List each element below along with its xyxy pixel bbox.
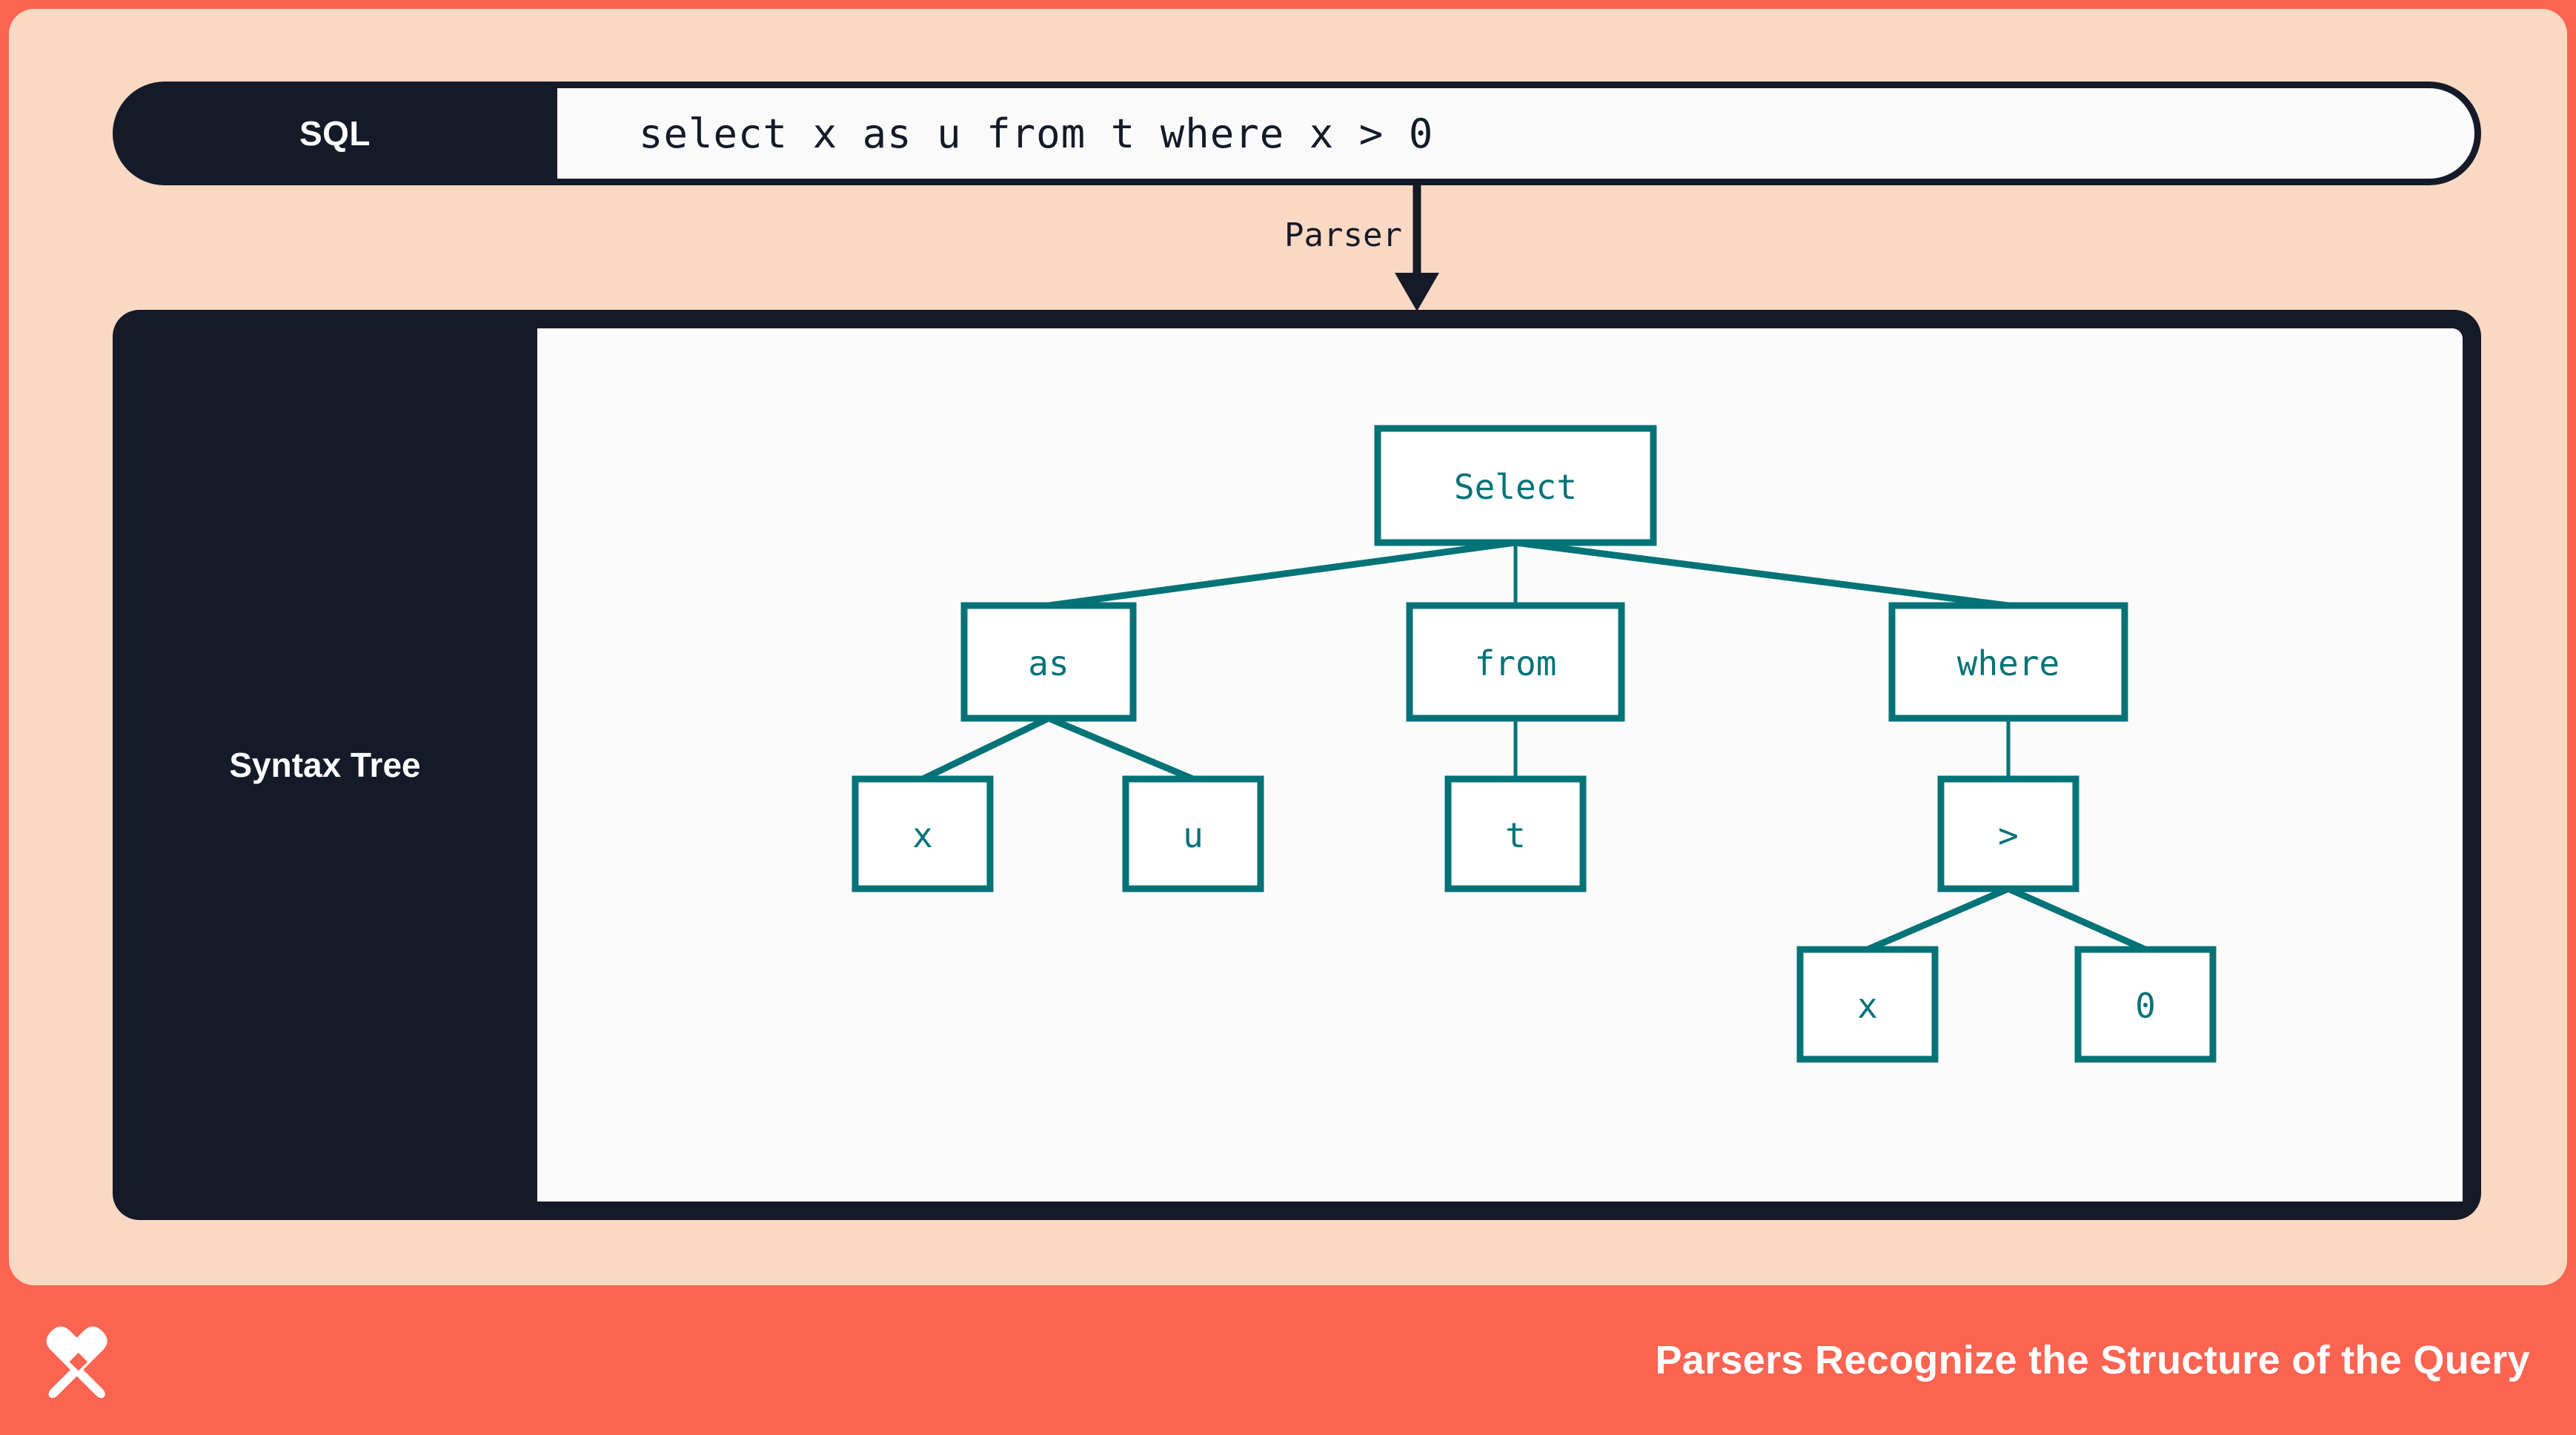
tree-node[interactable]: Select (1374, 425, 1657, 546)
down-arrow-icon (1395, 185, 1439, 311)
tree-edge (1048, 539, 1516, 609)
tree-edge (921, 715, 1050, 783)
tree-node-label: as (1028, 643, 1069, 683)
tree-node[interactable]: as (960, 602, 1137, 722)
tree-node-box (1937, 775, 2079, 892)
tree-node[interactable]: x (1796, 946, 1939, 1063)
tree-node[interactable]: > (1937, 775, 2079, 892)
tree-node[interactable]: t (1444, 775, 1587, 892)
parser-arrow-group: Parser (1269, 185, 1639, 313)
tree-node-box (2074, 946, 2217, 1063)
syntax-tree-label: Syntax Tree (229, 746, 421, 784)
tree-node[interactable]: x (852, 775, 994, 892)
syntax-tree-label-col: Syntax Tree (113, 310, 537, 1220)
sql-label-pill: SQL (113, 82, 557, 185)
tree-edge (1047, 715, 1195, 783)
tree-node-layer: Select as from where x u t > x 0 (852, 425, 2217, 1063)
tree-node-label: where (1957, 643, 2059, 683)
tree-node-box (1796, 946, 1939, 1063)
syntax-tree-canvas: Select as from where x u t > x 0 (537, 328, 2463, 1202)
sql-label: SQL (299, 114, 371, 153)
tree-node-label: x (1857, 986, 1878, 1026)
tree-node-box (1888, 602, 2128, 722)
tree-edge (1515, 539, 2009, 609)
tree-node-box (1444, 775, 1587, 892)
footer-bar: Parsers Recognize the Structure of the Q… (0, 1285, 2576, 1435)
footer-tagline: Parsers Recognize the Structure of the Q… (1655, 1338, 2530, 1382)
syntax-tree-panel: Syntax Tree Select as from where x u t > x 0 (113, 310, 2481, 1220)
tree-node-label: x (912, 815, 933, 855)
sql-query-box[interactable]: select x as u from t where x > 0 (557, 82, 2481, 185)
tree-node[interactable]: u (1122, 775, 1264, 892)
tree-node-box (1374, 425, 1657, 546)
tree-node-label: 0 (2135, 986, 2156, 1026)
tree-node-label: from (1475, 643, 1557, 683)
tree-edge (1866, 885, 2010, 953)
sql-query-text: select x as u from t where x > 0 (639, 110, 1434, 157)
sql-panel: SQL select x as u from t where x > 0 (113, 82, 2481, 185)
parser-label: Parser (1284, 216, 1402, 254)
syntax-tree-graph: Select as from where x u t > x 0 (852, 425, 2217, 1063)
tree-node-box (960, 602, 1137, 722)
tree-edge (2007, 885, 2147, 953)
butterfly-x-logo-icon (46, 1326, 107, 1399)
tree-node-label: Select (1454, 467, 1577, 507)
tree-node-label: u (1183, 815, 1204, 855)
tree-node-box (1406, 602, 1625, 722)
tree-node[interactable]: 0 (2074, 946, 2217, 1063)
tree-node[interactable]: where (1888, 602, 2128, 722)
tree-node-box (1122, 775, 1264, 892)
tree-node[interactable]: from (1406, 602, 1625, 722)
content-card: SQL select x as u from t where x > 0 Par… (9, 9, 2567, 1285)
tree-node-box (852, 775, 994, 892)
tree-node-label: t (1505, 815, 1526, 855)
tree-edge-layer (921, 539, 2147, 953)
tree-node-label: > (1998, 815, 2019, 855)
